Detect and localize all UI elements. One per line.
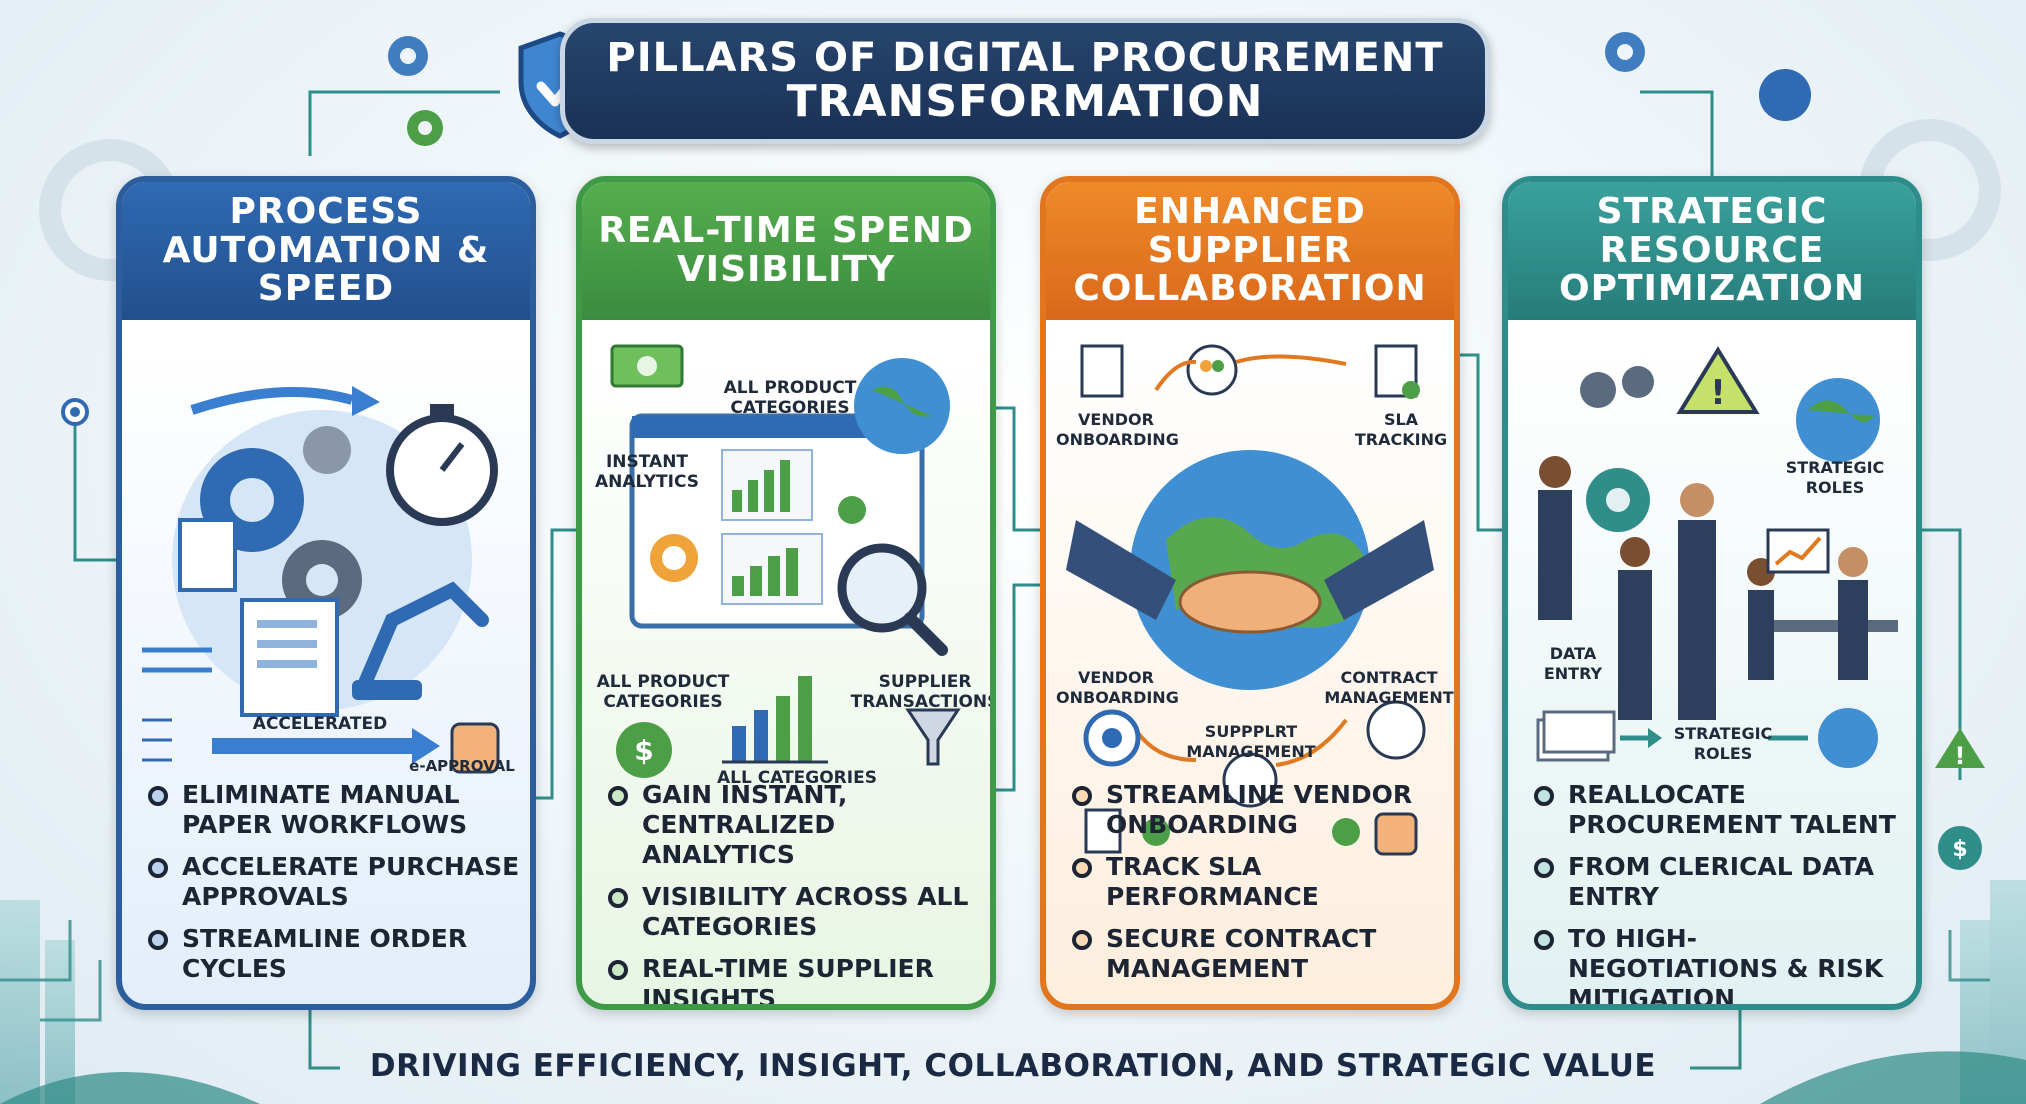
label-sla-tracking: SLA TRACKING <box>1354 410 1448 449</box>
checklist-icon <box>1084 808 1122 854</box>
cash-icon <box>610 344 684 388</box>
robot-arm-icon <box>355 581 489 697</box>
label-accelerated: ACCELERATED <box>252 714 388 734</box>
globe-icon <box>1796 378 1880 462</box>
document-icon <box>1374 344 1420 399</box>
label-all-product-categories-bottom: ALL PRODUCT CATEGORIES <box>596 672 730 712</box>
bullet-item: GAIN INSTANT, CENTRALIZED ANALYTICS <box>608 780 980 870</box>
gear-icon <box>1580 366 1654 408</box>
contract-icon <box>1222 752 1278 808</box>
bullet-item: FROM CLERICAL DATA ENTRY <box>1534 852 1906 912</box>
bullet-item: TRACK SLA PERFORMANCE <box>1072 852 1444 912</box>
pillar-bullets: REALLOCATE PROCUREMENT TALENT FROM CLERI… <box>1534 780 1906 1004</box>
funnel-icon <box>905 708 961 766</box>
checklist-icon <box>178 518 237 592</box>
label-vendor-onboarding-bottom: VENDOR ONBOARDING <box>1056 668 1179 707</box>
document-icon <box>1366 700 1426 760</box>
footer-tagline: DRIVING EFFICIENCY, INSIGHT, COLLABORATI… <box>369 1048 1657 1084</box>
svg-text:$: $ <box>1952 837 1967 862</box>
bullet-item: STREAMLINE VENDOR ONBOARDING <box>1072 780 1444 840</box>
money-bag-icon: $ <box>616 722 672 778</box>
bullet-item: REALLOCATE PROCUREMENT TALENT <box>1534 780 1906 840</box>
gear-icon <box>303 426 351 474</box>
paper-stack-icon <box>1536 710 1616 762</box>
people-icon <box>1186 344 1238 396</box>
collaboration-illustration <box>1066 344 1434 856</box>
label-all-product-categories-top: ALL PRODUCT CATEGORIES <box>723 378 857 418</box>
thumbs-up-icon <box>450 722 500 774</box>
label-supplier-transactions: SUPPLIER TRANSACTIONS <box>850 672 996 712</box>
pillar-bullets: ELIMINATE MANUAL PAPER WORKFLOWS ACCELER… <box>148 780 520 996</box>
svg-text:$: $ <box>634 734 653 767</box>
bullet-item: SECURE CONTRACT MANAGEMENT <box>1072 924 1444 984</box>
label-vendor-onboarding-top: VENDOR ONBOARDING <box>1056 410 1179 449</box>
checklist-icon <box>1080 344 1124 398</box>
bullet-item: TO HIGH-NEGOTIATIONS & RISK MITIGATION <box>1534 924 1906 1004</box>
handshake-icon <box>1066 520 1434 634</box>
label-e-approval: e-APPROVAL <box>409 757 515 775</box>
label-strategic-roles-top: STRATEGIC ROLES <box>1785 458 1885 497</box>
magnifier-icon <box>837 543 948 656</box>
pillar-card-spend-visibility: REAL-TIME SPEND VISIBILITY $ ALL PRODUCT… <box>576 176 996 1010</box>
label-strategic-roles-bottom: STRATEGIC ROLES <box>1673 724 1773 763</box>
globe-icon <box>1818 708 1878 768</box>
pillar-card-process-automation: PROCESS AUTOMATION & SPEED ACCELERATED e… <box>116 176 536 1010</box>
people-group <box>1538 456 1898 720</box>
bar-chart-icon <box>722 676 828 764</box>
page-title-line2: TRANSFORMATION <box>786 75 1264 127</box>
gear-icon <box>1586 468 1650 532</box>
optimization-illustration: ! <box>1536 346 1898 768</box>
globe-icon <box>854 358 950 454</box>
svg-text:!: ! <box>1710 373 1726 413</box>
svg-text:!: ! <box>1955 742 1966 770</box>
label-supplier-management: SUPPPLRT MANAGEMENT <box>1186 722 1316 761</box>
pillar-title: ENHANCED SUPPLIER COLLABORATION <box>1046 182 1454 320</box>
warning-icon: ! <box>1676 346 1760 414</box>
visibility-illustration: $ <box>610 344 961 778</box>
stopwatch-icon <box>386 404 498 526</box>
pillar-bullets: STREAMLINE VENDOR ONBOARDING TRACK SLA P… <box>1072 780 1444 996</box>
label-data-entry: DATA ENTRY <box>1543 644 1603 683</box>
document-icon <box>240 598 339 717</box>
bullet-item: STREAMLINE ORDER CYCLES <box>148 924 520 984</box>
bullet-item: ACCELERATE PURCHASE APPROVALS <box>148 852 520 912</box>
title-banner: PILLARS OF DIGITAL PROCUREMENT TRANSFORM… <box>560 18 1490 144</box>
gear-icon <box>1083 709 1141 767</box>
label-contract-management: CONTRACT MANAGEMENT <box>1324 668 1454 707</box>
pillar-card-supplier-collaboration: ENHANCED SUPPLIER COLLABORATION VENDOR O… <box>1040 176 1460 1010</box>
pillar-title: PROCESS AUTOMATION & SPEED <box>122 182 530 320</box>
bullet-item: VISIBILITY ACROSS ALL CATEGORIES <box>608 882 980 942</box>
pillar-title: STRATEGIC RESOURCE OPTIMIZATION <box>1508 182 1916 320</box>
page-title-line1: PILLARS OF DIGITAL PROCUREMENT <box>606 34 1444 81</box>
chart-board-icon <box>1766 528 1830 574</box>
thumbs-up-icon <box>1374 812 1418 856</box>
globe-icon <box>1130 450 1370 690</box>
label-instant-analytics: INSTANT ANALYTICS <box>595 452 699 492</box>
bullet-item: ELIMINATE MANUAL PAPER WORKFLOWS <box>148 780 520 840</box>
pillar-bullets: GAIN INSTANT, CENTRALIZED ANALYTICS VISI… <box>608 780 980 1004</box>
pillar-card-resource-optimization: STRATEGIC RESOURCE OPTIMIZATION ! STRATE… <box>1502 176 1922 1010</box>
label-all-categories: ALL CATEGORIES <box>717 768 877 788</box>
pillar-title: REAL-TIME SPEND VISIBILITY <box>582 182 990 320</box>
automation-illustration <box>142 386 500 774</box>
bullet-item: REAL-TIME SUPPLIER INSIGHTS <box>608 954 980 1004</box>
